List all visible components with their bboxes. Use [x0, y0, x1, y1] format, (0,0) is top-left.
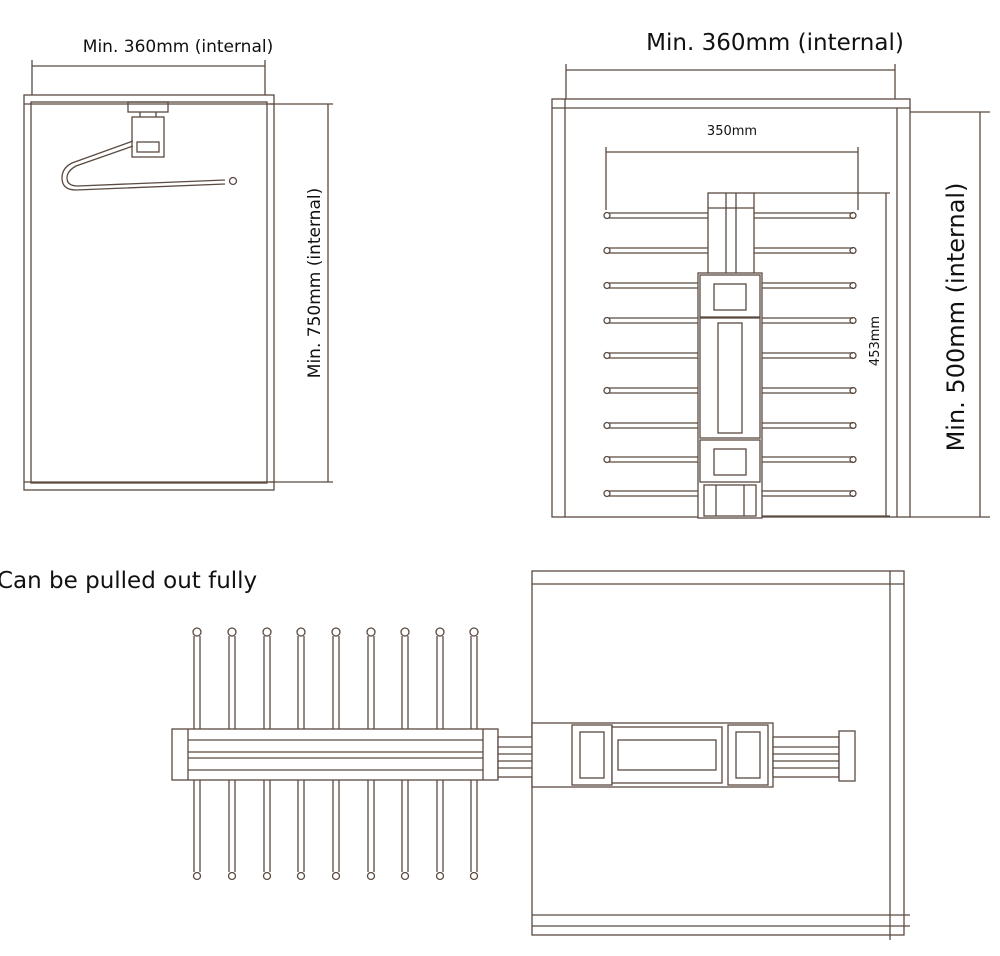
extended-caption: Can be pulled out fully: [0, 568, 257, 594]
extended-slide-rails: [497, 722, 856, 788]
rack-width-label: 350mm: [707, 124, 757, 139]
front-view: [23, 60, 333, 491]
front-width-label: Min. 360mm (internal): [83, 37, 273, 57]
top-width-label: Min. 360mm (internal): [646, 30, 904, 56]
top-view: [551, 64, 990, 519]
rail-length-label: 453mm: [868, 316, 883, 366]
top-depth-label: Min. 500mm (internal): [942, 183, 970, 452]
extended-beam: [171, 728, 499, 781]
top-view-rail-mechanism: [697, 192, 763, 519]
extended-view: [171, 570, 910, 940]
front-height-label: Min. 750mm (internal): [305, 188, 325, 378]
